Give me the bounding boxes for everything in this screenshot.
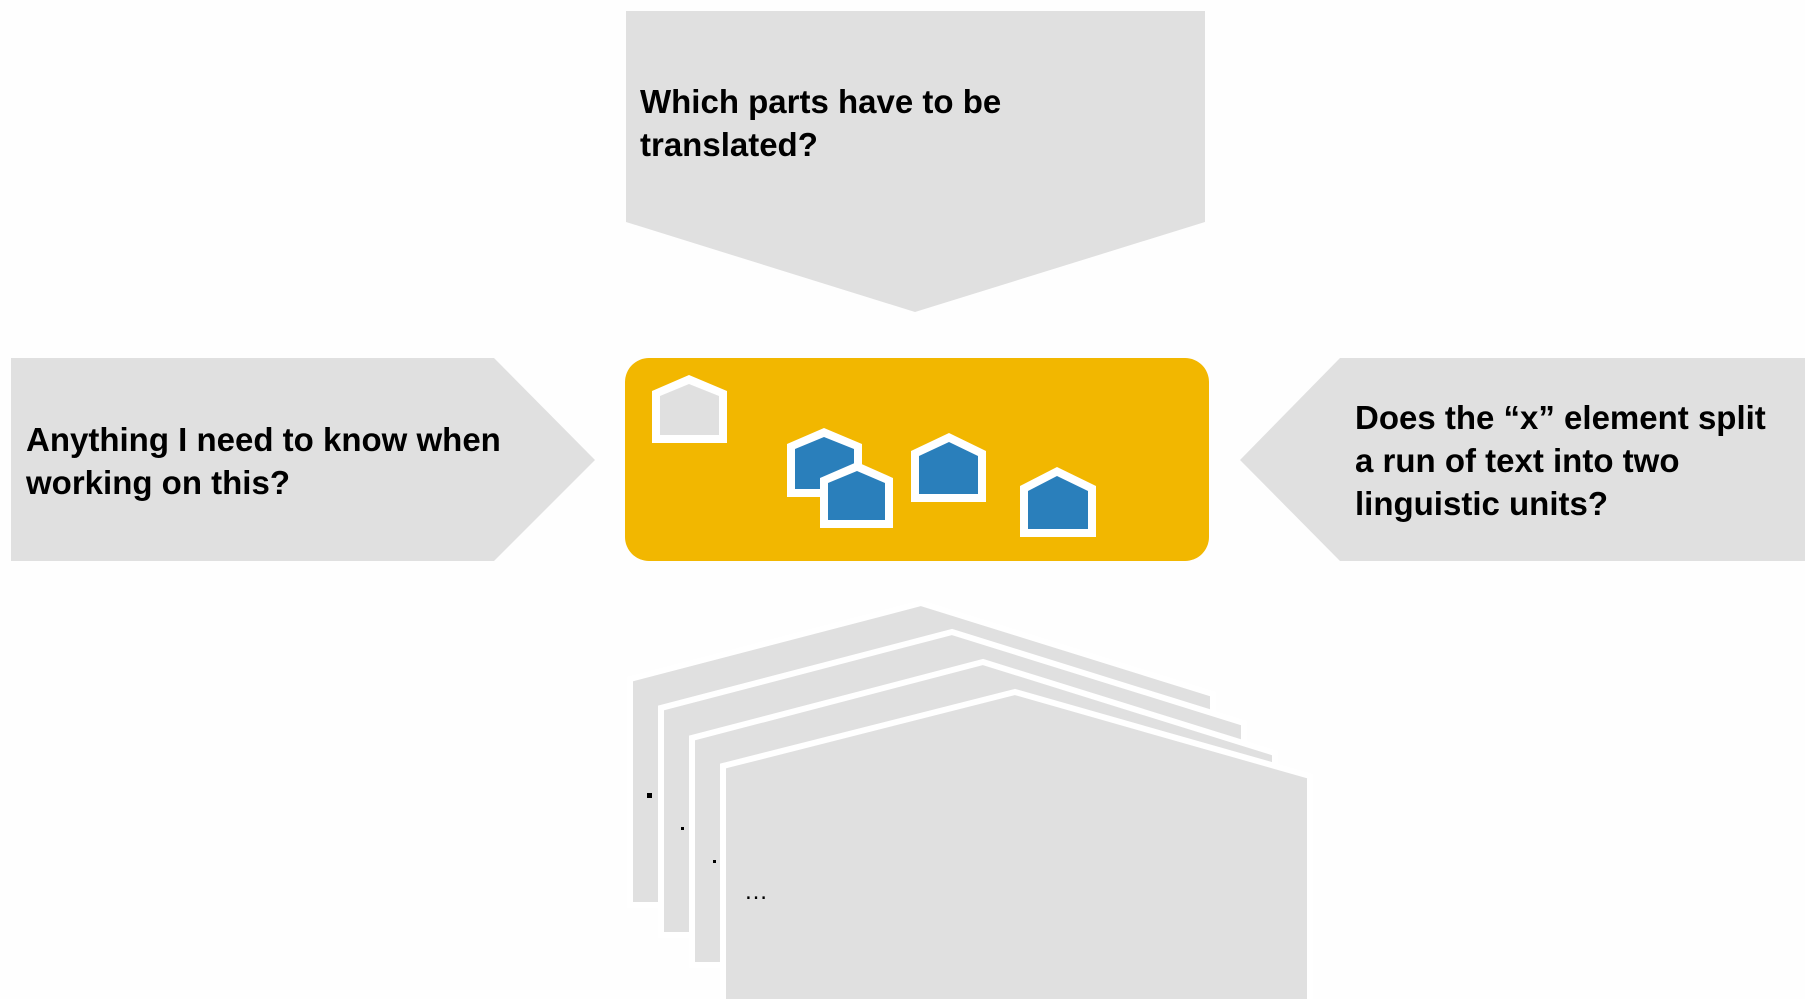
left-question-arrow xyxy=(11,358,595,561)
page-2-dot xyxy=(681,827,684,830)
stacked-page-4 xyxy=(720,688,1313,999)
stacked-page-ellipsis: … xyxy=(744,878,772,905)
pentagon-blue-icon xyxy=(1020,467,1096,537)
top-question-chevron xyxy=(626,11,1205,312)
right-question-arrow xyxy=(1240,358,1805,561)
top-question-text: Which parts have to be translated? xyxy=(640,83,1002,163)
pentagon-blue-icon xyxy=(820,462,893,528)
page-1-dot xyxy=(647,793,652,798)
pentagon-outline-icon xyxy=(652,375,727,443)
right-question-text: Does the “x” element split a run of text… xyxy=(1355,399,1766,522)
pentagon-blue-icon xyxy=(911,433,986,502)
left-question-text: Anything I need to know when working on … xyxy=(26,421,501,501)
page-3-dot xyxy=(713,860,716,863)
